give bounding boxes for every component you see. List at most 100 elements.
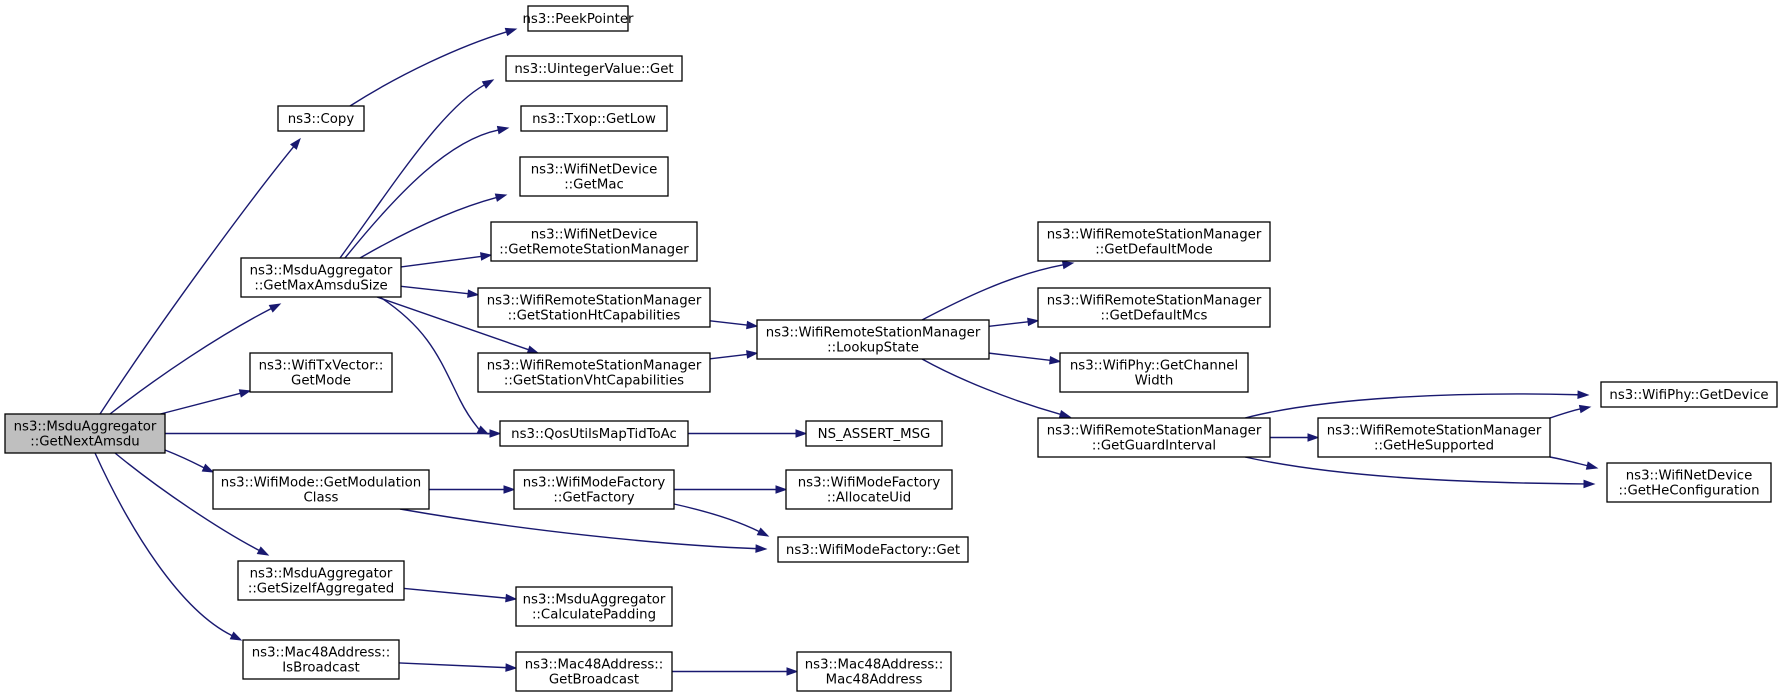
edge-sizeagg-to-calcpad [403,587,518,603]
node-uintget[interactable]: ns3::UintegerValue::Get [505,55,683,82]
arrowhead-icon [238,389,252,398]
arrowhead-icon [1583,479,1596,489]
node-calcpad[interactable]: ns3::MsduAggregator::CalculatePadding [515,586,673,627]
arrowhead-icon [480,252,493,261]
arrowhead-icon [268,303,282,313]
node-box [777,536,969,563]
node-qosmap[interactable]: ns3::QosUtilsMapTidToAc [499,420,689,447]
node-isbcast[interactable]: ns3::Mac48Address::IsBroadcast [242,639,400,680]
node-box [520,105,668,132]
arrowhead-icon [201,463,215,473]
edge-line [1244,456,1585,485]
node-box [499,420,689,447]
node-box [242,639,400,680]
arrowhead-icon [1058,409,1072,419]
node-sizeagg[interactable]: ns3::MsduAggregator::GetSizeIfAggregated [237,560,405,601]
node-box [785,469,953,510]
edge-maxamsdu-to-txoplow [344,125,510,259]
edge-root-to-isbcast [94,452,243,641]
node-guard[interactable]: ns3::WifiRemoteStationManager::GetGuardI… [1037,417,1271,458]
node-box [805,420,943,447]
node-label: ns3::WifiRemoteStationManager [1047,424,1262,439]
node-label: ::GetStationHtCapabilities [508,309,681,324]
node-box [1606,462,1772,503]
node-label: ::GetNextAmsdu [30,435,139,450]
node-alloc[interactable]: ns3::WifiModeFactory::AllocateUid [785,469,953,510]
node-getmac[interactable]: ns3::WifiNetDevice::GetMac [519,156,669,197]
arrowhead-icon [1585,461,1599,470]
edge-line [921,264,1064,321]
node-label: ns3::MsduAggregator [250,567,393,582]
node-label: ns3::Copy [288,112,355,127]
arrowhead-icon [494,193,508,202]
arrowhead-icon [481,79,495,89]
edge-guard-to-phydev [1244,390,1590,419]
arrowhead-icon [496,125,510,135]
node-txmode[interactable]: ns3::WifiTxVector::GetMode [249,352,393,393]
node-vhtcap[interactable]: ns3::WifiRemoteStationManager::GetStatio… [477,352,711,393]
node-label: ::AllocateUid [827,491,911,506]
arrowhead-icon [755,544,768,553]
arrowhead-icon [775,485,788,494]
node-factget[interactable]: ns3::WifiModeFactory::Get [777,536,969,563]
node-txoplow[interactable]: ns3::Txop::GetLow [520,105,668,132]
edge-isbcast-to-getbcast [398,662,518,672]
arrowhead-icon [795,429,808,438]
node-phydev[interactable]: ns3::WifiPhy::GetDevice [1600,381,1778,408]
edge-root-to-copy [99,137,301,415]
arrowhead-icon [256,546,270,556]
edge-htcap-to-lookup [709,320,759,330]
node-box [515,651,673,692]
arrowhead-icon [1061,260,1075,270]
node-label: ns3::WifiRemoteStationManager [487,359,702,374]
node-defmcs[interactable]: ns3::WifiRemoteStationManager::GetDefaul… [1037,287,1271,328]
arrowhead-icon [746,350,759,359]
node-label: ns3::WifiNetDevice [531,163,658,178]
edge-lookup-to-guard [921,358,1072,419]
arrowhead-icon [786,667,799,676]
edge-line [403,587,507,599]
edge-root-to-qosmap [165,429,502,438]
node-label: ::GetDefaultMcs [1101,309,1208,324]
edge-modclass-to-factory [429,485,516,494]
edge-line [1549,408,1581,419]
node-maxamsdu[interactable]: ns3::MsduAggregator::GetMaxAmsduSize [240,257,402,298]
edge-root-to-maxamsdu [109,303,282,415]
node-factory[interactable]: ns3::WifiModeFactory::GetFactory [513,469,675,510]
node-label: Width [1135,374,1174,389]
node-mac48[interactable]: ns3::Mac48Address::Mac48Address [796,651,952,692]
node-assert[interactable]: NS_ASSERT_MSG [805,420,943,447]
edge-line [988,352,1051,361]
edge-maxamsdu-to-getmac [359,193,508,259]
node-box [1037,221,1271,262]
node-label: ns3::Txop::GetLow [532,112,656,127]
node-htcap[interactable]: ns3::WifiRemoteStationManager::GetStatio… [477,287,711,328]
arrowhead-icon [756,527,770,537]
node-getbcast[interactable]: ns3::Mac48Address::GetBroadcast [515,651,673,692]
node-heconf[interactable]: ns3::WifiNetDevice::GetHeConfiguration [1606,462,1772,503]
node-lookup[interactable]: ns3::WifiRemoteStationManager::LookupSta… [756,319,990,360]
edge-line [114,452,260,552]
node-hesup[interactable]: ns3::WifiRemoteStationManager::GetHeSupp… [1317,417,1551,458]
edge-line [109,307,272,415]
node-peek[interactable]: ns3::PeekPointer [522,5,634,32]
edge-line [160,392,241,415]
node-box [4,413,166,454]
node-box [490,221,698,262]
node-label: ns3::Mac48Address:: [525,658,664,673]
arrowhead-icon [1578,404,1592,414]
edge-maxamsdu-to-htcap [400,285,480,298]
node-defmode[interactable]: ns3::WifiRemoteStationManager::GetDefaul… [1037,221,1271,262]
node-copy[interactable]: ns3::Copy [277,105,365,132]
node-root[interactable]: ns3::MsduAggregator::GetNextAmsdu [4,413,166,454]
edge-line [359,196,497,259]
edge-lookup-to-defmcs [988,317,1040,327]
node-box [1317,417,1551,458]
edge-line [398,662,507,669]
arrowhead-icon [1307,433,1320,442]
arrowhead-icon [229,631,243,641]
node-getrsm[interactable]: ns3::WifiNetDevice::GetRemoteStationMana… [490,221,698,262]
